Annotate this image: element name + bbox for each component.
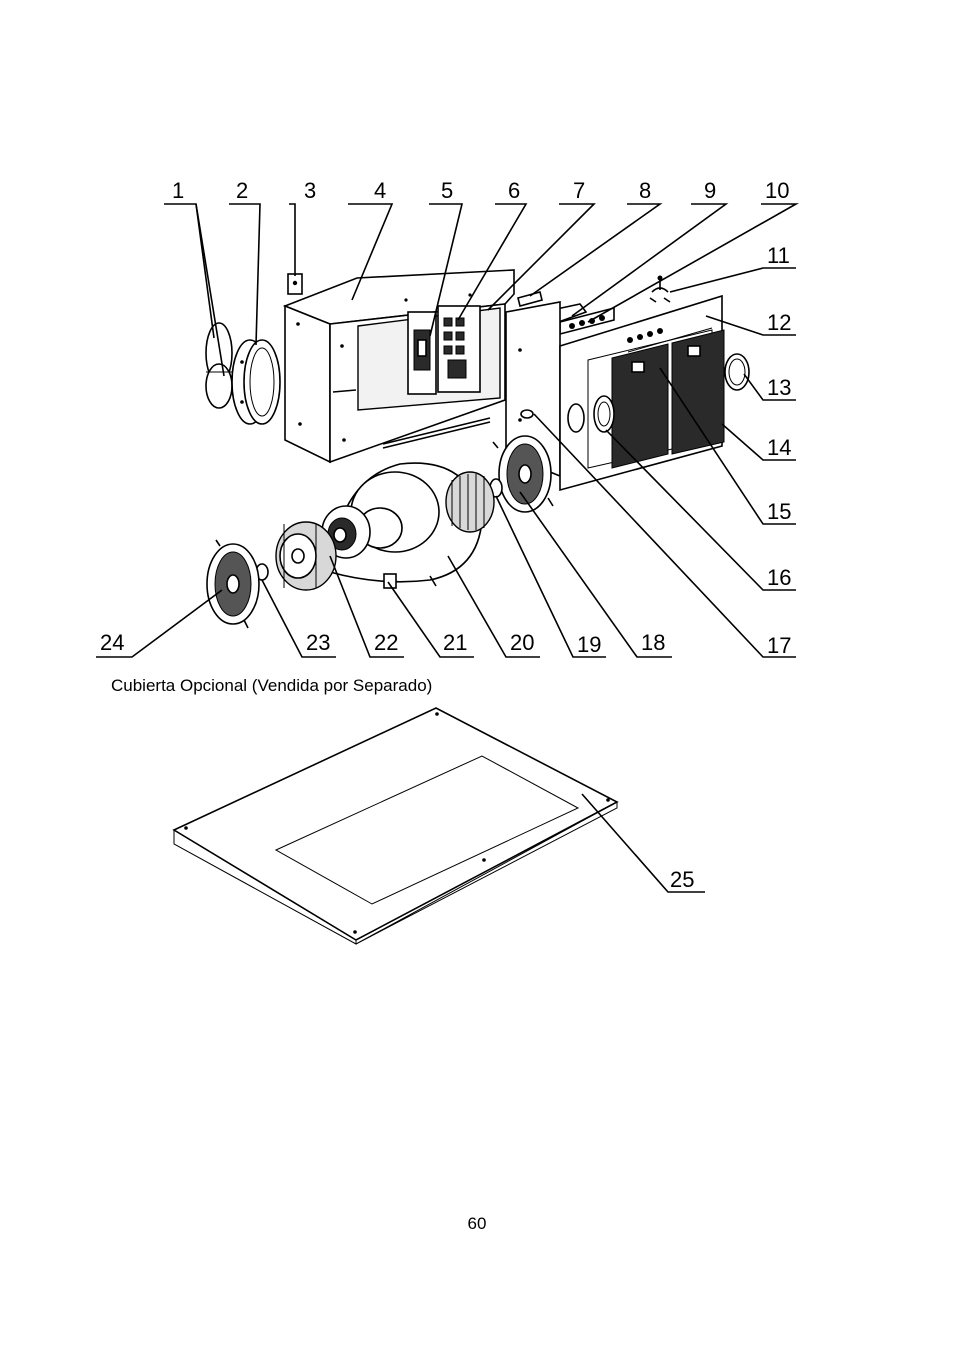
callout-15: 15 <box>767 499 791 524</box>
part-6-control-board <box>437 305 481 393</box>
part-18-fan-guard <box>492 435 554 513</box>
callout-18: 18 <box>641 630 665 655</box>
callout-23: 23 <box>306 630 330 655</box>
part-1-damper-flaps <box>205 322 233 409</box>
part-14-grease-filter <box>671 329 725 455</box>
callout-9: 9 <box>704 178 716 203</box>
callout-19: 19 <box>577 632 601 657</box>
callout-1: 1 <box>172 178 184 203</box>
optional-cover-caption: Cubierta Opcional (Vendida por Separado) <box>111 676 433 695</box>
callout-6: 6 <box>508 178 520 203</box>
callout-labels: 1 2 3 4 5 6 7 8 9 10 11 12 13 14 15 16 1… <box>100 178 791 892</box>
part-13-light-ring <box>724 353 750 391</box>
callout-17: 17 <box>767 633 791 658</box>
callout-24: 24 <box>100 630 124 655</box>
part-11-hook <box>649 275 671 303</box>
part-2-collar-ring <box>231 339 281 425</box>
callout-7: 7 <box>573 178 585 203</box>
callout-2: 2 <box>236 178 248 203</box>
callout-10: 10 <box>765 178 789 203</box>
page-number: 60 <box>467 1214 487 1233</box>
callout-13: 13 <box>767 375 791 400</box>
part-5-electrical-module <box>407 311 437 395</box>
callout-25: 25 <box>670 867 694 892</box>
part-16-light <box>567 395 615 433</box>
part-3-small-plate <box>287 273 303 295</box>
part-15-grease-filter <box>611 343 669 469</box>
callout-4: 4 <box>374 178 386 203</box>
part-7-bracket <box>517 291 543 307</box>
callout-5: 5 <box>441 178 453 203</box>
callout-14: 14 <box>767 435 791 460</box>
part-22-blower-wheel <box>275 521 337 591</box>
callout-11: 11 <box>767 243 790 268</box>
part-25-optional-cover <box>172 707 619 945</box>
callout-20: 20 <box>510 630 534 655</box>
callout-3: 3 <box>304 178 316 203</box>
callout-21: 21 <box>443 630 467 655</box>
part-24-fan-guard <box>206 539 260 629</box>
callout-16: 16 <box>767 565 791 590</box>
callout-8: 8 <box>639 178 651 203</box>
callout-22: 22 <box>374 630 398 655</box>
callout-12: 12 <box>767 310 791 335</box>
leader-lines <box>96 203 800 893</box>
